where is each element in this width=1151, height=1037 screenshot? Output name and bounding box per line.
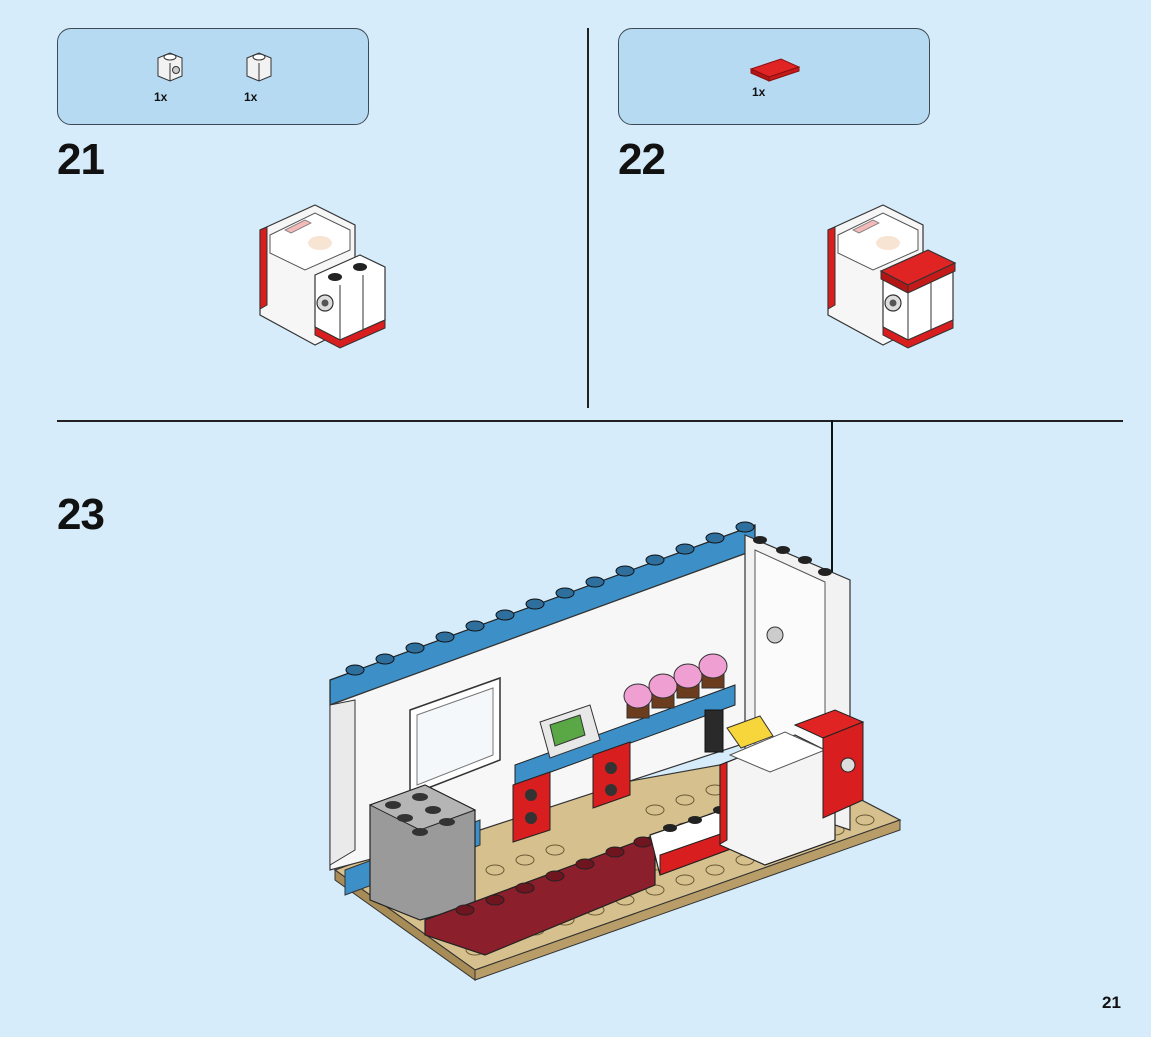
part-qty: 1x (154, 90, 168, 104)
white-1x1-brick-with-headlight-icon (157, 52, 183, 82)
step-22-assembly-illustration (827, 204, 957, 349)
step-22-parts-box: 1x (618, 28, 930, 125)
red-1x2-tile-icon (749, 58, 801, 82)
white-1x1-brick-icon (246, 52, 272, 82)
step-number: 21 (57, 135, 105, 184)
step-23-assembly-illustration (329, 521, 902, 981)
step-number: 22 (618, 135, 666, 184)
vertical-divider (587, 28, 589, 408)
step-number: 23 (57, 490, 105, 539)
page-number: 21 (1102, 993, 1121, 1012)
step-21-assembly-illustration (259, 204, 386, 349)
part-qty: 1x (752, 85, 766, 99)
horizontal-divider (57, 420, 1123, 422)
step-21-parts-box: 1x 1x (57, 28, 369, 125)
part-qty: 1x (244, 90, 258, 104)
